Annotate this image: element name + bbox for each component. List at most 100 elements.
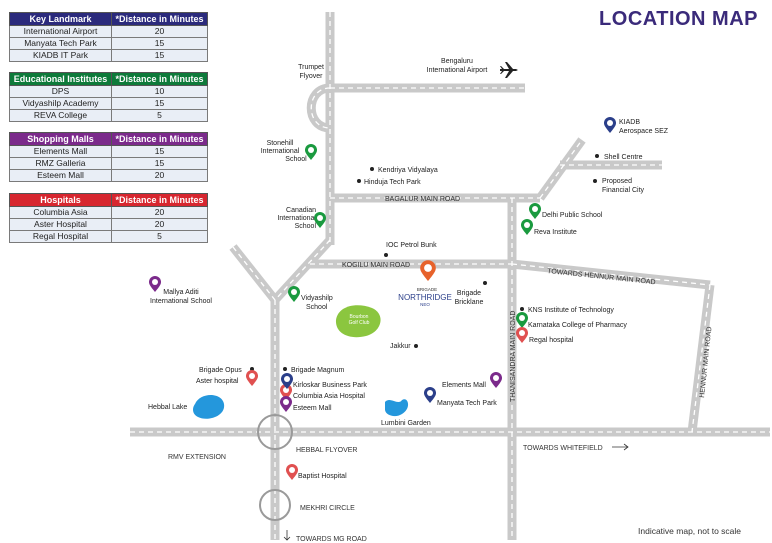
distance-cell: 20: [111, 169, 208, 182]
label-canadian-1: Canadian: [286, 207, 316, 214]
label-financial-1: Proposed: [602, 178, 632, 185]
mekhri-circle-ring: [259, 489, 291, 521]
project-pin-icon: [420, 260, 436, 281]
label-hebbal-lake: Hebbal Lake: [148, 404, 187, 411]
arrow-down-icon: [283, 530, 291, 541]
label-thanisandra-road: THANISANDRA MAIN ROAD: [510, 311, 517, 402]
label-reva: Reva Institute: [534, 229, 577, 236]
place-name-cell: Esteem Mall: [9, 169, 112, 182]
label-bricklane-2: Bricklane: [455, 299, 484, 306]
school-pin-icon: [516, 312, 528, 328]
distance-cell: 5: [111, 230, 208, 243]
place-name-cell: Regal Hospital: [9, 230, 112, 243]
distance-cell: 20: [111, 206, 208, 219]
golf-club-area: [335, 305, 381, 338]
brand-sub: NEO: [420, 302, 430, 307]
hebbal-lake: [193, 395, 225, 419]
label-trumpet-2: Flyover: [300, 73, 324, 80]
label-financial-2: Financial City: [602, 187, 645, 194]
airplane-icon: [500, 62, 518, 78]
label-airport-2: International Airport: [427, 67, 488, 74]
label-kendriya: Kendriya Vidyalaya: [378, 167, 438, 174]
label-towards-whitefield: TOWARDS WHITEFIELD: [523, 445, 603, 452]
table-header-cell: Hospitals: [9, 193, 112, 207]
label-ioc: IOC Petrol Bunk: [386, 242, 437, 249]
hebbal-flyover-circle: [257, 414, 293, 450]
mall-pin-icon: [490, 372, 502, 388]
label-dps: Delhi Public School: [542, 212, 603, 219]
school-pin-icon: [305, 144, 317, 160]
arrow-right-icon: [612, 443, 629, 451]
dot-kns: [520, 307, 524, 311]
dot-bricklane: [483, 281, 487, 285]
label-mekhri-circle: MEKHRI CIRCLE: [300, 505, 355, 512]
lumbini-lake: [385, 399, 409, 417]
dot-brigade-magnum: [283, 367, 287, 371]
label-hinduja: Hinduja Tech Park: [364, 179, 421, 186]
place-name-cell: Elements Mall: [9, 145, 112, 158]
project-logo: BRIGADE NORTHRIDGE NEO: [398, 260, 452, 307]
label-aster: Aster hospital: [196, 378, 239, 385]
hospital-pin-icon: [516, 327, 528, 343]
page-title: LOCATION MAP: [599, 8, 758, 30]
hospital-pin-icon: [286, 464, 298, 480]
school-pin-icon: [521, 219, 533, 235]
distance-table: Educational Institutes*Distance in Minut…: [9, 72, 208, 122]
label-brigade-magnum: Brigade Magnum: [291, 367, 344, 374]
label-kns: KNS Institute of Technology: [528, 307, 614, 314]
distance-cell: 5: [111, 109, 208, 122]
label-brigade-opus: Brigade Opus: [199, 367, 242, 374]
label-stonehill-3: School: [285, 156, 307, 163]
label-bricklane-1: Brigade: [457, 290, 481, 297]
label-airport-1: Bengaluru: [441, 58, 473, 65]
label-trumpet-1: Trumpet: [298, 64, 324, 71]
label-kogilu-road: KOGILU MAIN ROAD: [342, 262, 410, 269]
distance-cell: 20: [111, 25, 208, 38]
table-header-cell: *Distance in Minutes: [111, 132, 208, 146]
label-hebbal-flyover: HEBBAL FLYOVER: [296, 447, 357, 454]
school-pin-icon: [149, 276, 161, 292]
label-kirloskar: Kirloskar Business Park: [293, 382, 367, 389]
table-header-cell: Key Landmark: [9, 12, 112, 26]
label-vidyashilp-2: School: [306, 304, 328, 311]
distance-cell: 15: [111, 37, 208, 50]
dot-ioc: [384, 253, 388, 257]
label-regal: Regal hospital: [529, 337, 574, 344]
brand-top: BRIGADE: [417, 287, 437, 292]
school-pin-icon: [529, 203, 541, 219]
business-pin-icon: [424, 387, 436, 403]
label-bagalur-road: BAGALUR MAIN ROAD: [385, 196, 460, 203]
footnote: Indicative map, not to scale: [638, 526, 742, 536]
label-baptist: Baptist Hospital: [298, 473, 347, 480]
table-header-cell: *Distance in Minutes: [111, 12, 208, 26]
label-shell-centre: Shell Centre: [604, 154, 643, 161]
dot-kendriya: [370, 167, 374, 171]
place-name-cell: Manyata Tech Park: [9, 37, 112, 50]
label-kiadb-1: KIADB: [619, 119, 640, 126]
dot-financial: [593, 179, 597, 183]
hospital-pin-icon: [246, 370, 258, 386]
label-canadian-3: School: [295, 223, 317, 230]
label-towards-mg-road: TOWARDS MG ROAD: [296, 536, 367, 543]
label-columbia: Columbia Asia Hospital: [293, 393, 365, 400]
label-mallya-1: Mallya Aditi: [163, 289, 199, 296]
school-pin-icon: [288, 286, 300, 302]
table-header-cell: Educational Institutes: [9, 72, 112, 86]
label-mallya-2: International School: [150, 298, 212, 305]
